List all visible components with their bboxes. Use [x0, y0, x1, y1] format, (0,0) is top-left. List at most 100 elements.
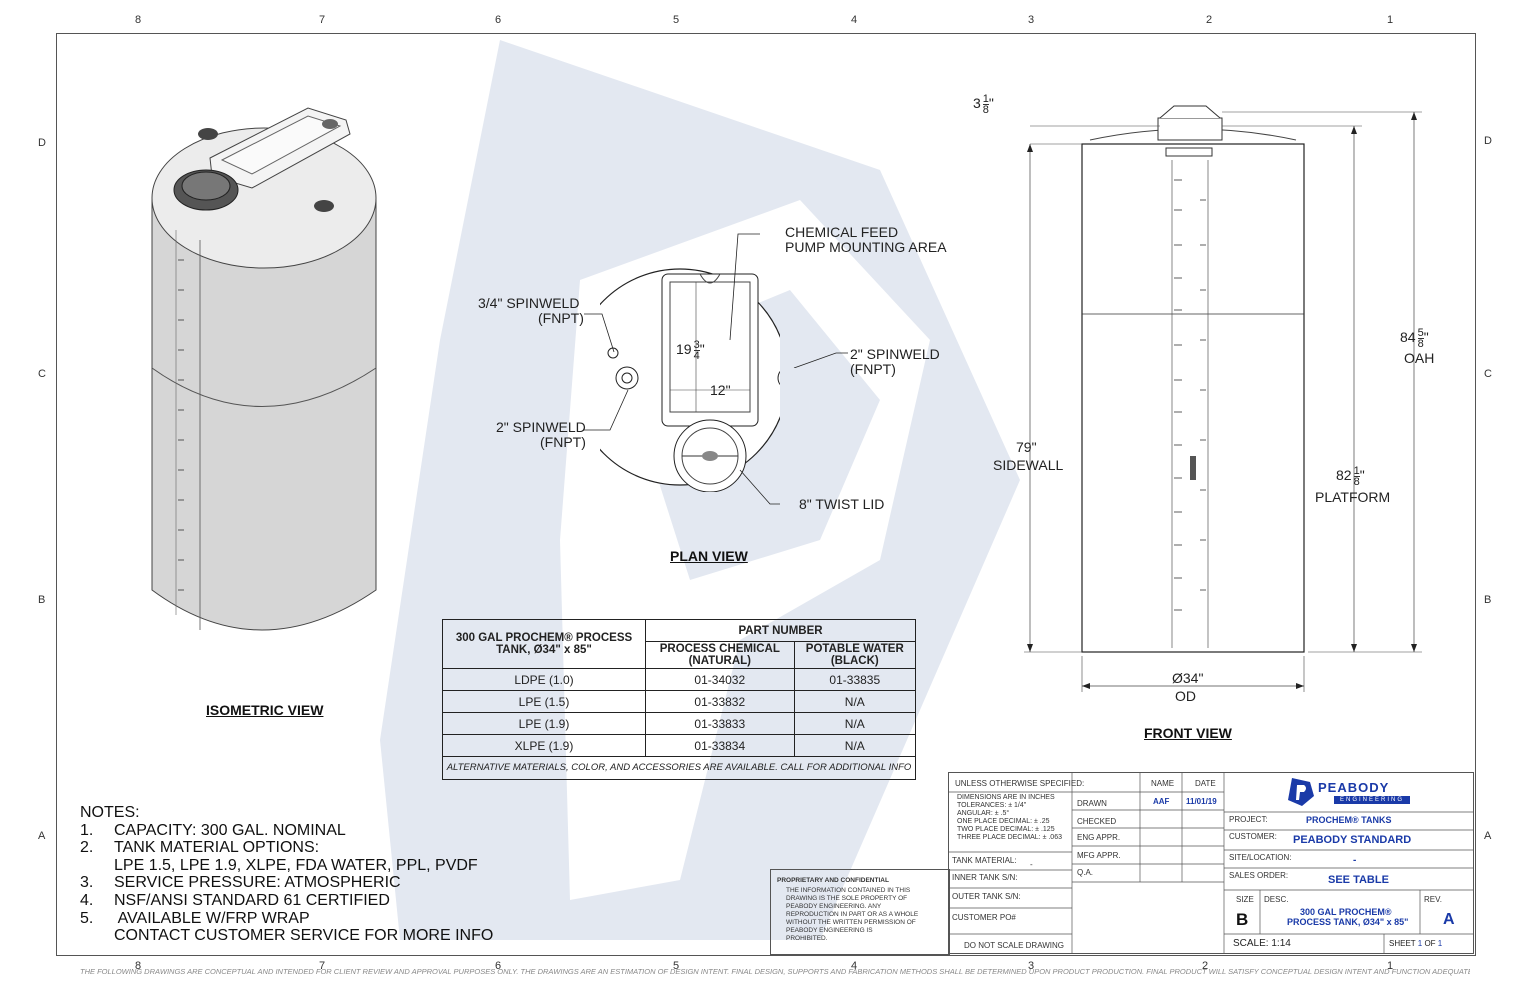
table-cell-black: N/A [793, 734, 917, 757]
table-cell-natural: 01-33834 [645, 734, 795, 757]
tb-sheet-label: SHEET [1389, 939, 1416, 948]
tb-outer-tank-label: OUTER TANK S/N: [952, 892, 1021, 901]
note-text: LPE 1.5, LPE 1.9, XLPE, FDA WATER, PPL, … [114, 856, 478, 874]
note-text: AVAILABLE W/FRP WRAP [114, 909, 310, 927]
tb-desc-label: DESC. [1264, 895, 1289, 904]
proprietary-line: THE INFORMATION CONTAINED IN THIS [786, 887, 911, 894]
drawing-frame [56, 33, 1476, 956]
proprietary-line: DRAWING IS THE SOLE PROPERTY OF [786, 895, 908, 902]
dim-top-whole: 3 [973, 95, 981, 112]
brand-subtitle: ENGINEERING [1334, 796, 1410, 804]
note-number: 2. [80, 839, 94, 857]
dim-top-numerator: 1 [982, 93, 989, 105]
plan-view-leaders [584, 233, 780, 505]
spinweld-34-label-line2: (FNPT) [538, 310, 584, 326]
dim-sidewall: 79" [1016, 439, 1037, 455]
note-text: TANK MATERIAL OPTIONS: [114, 839, 320, 857]
table-cell-natural: 01-33832 [645, 690, 795, 713]
note-number [80, 927, 114, 945]
dim-oah-unit: " [1423, 329, 1429, 346]
proprietary-line: WITHOUT THE WRITTEN PERMISSION OF [786, 919, 916, 926]
spinweld-2-left-label-line1: 2" SPINWELD [496, 419, 586, 435]
zone-left-d: D [38, 137, 46, 149]
isometric-tank-drawing [151, 107, 377, 631]
table-cell-black: N/A [793, 690, 917, 713]
tb-site-label: SITE/LOCATION: [1229, 853, 1292, 862]
proprietary-title: PROPRIETARY AND CONFIDENTIAL [777, 877, 889, 884]
tb-sales-value: SEE TABLE [1328, 874, 1389, 886]
table-black-line1: POTABLE WATER [805, 643, 904, 655]
table-description-line1: 300 GAL PROCHEM® PROCESS [455, 632, 633, 644]
proprietary-text: THE INFORMATION CONTAINED IN THIS DRAWIN… [786, 887, 918, 943]
table-cell-material: LDPE (1.0) [442, 668, 646, 691]
zone-bottom-8: 8 [135, 960, 142, 972]
zone-right-d: D [1484, 135, 1492, 147]
zone-bottom-6: 6 [495, 960, 502, 972]
peabody-logo-icon [1288, 778, 1314, 806]
dim-oah-denominator: 8 [1417, 338, 1424, 350]
table-cell-material: LPE (1.5) [442, 690, 646, 713]
tb-do-not-scale: DO NOT SCALE DRAWING [964, 941, 1065, 950]
tb-rev-label: REV. [1424, 895, 1442, 904]
spinweld-right-leader [793, 352, 848, 368]
twist-lid-label: 8" TWIST LID [799, 496, 885, 512]
tb-tolerance-line: TWO PLACE DECIMAL: ± .125 [957, 826, 1055, 833]
note-item: 3. SERVICE PRESSURE: ATMOSPHERIC [80, 874, 493, 892]
dim-19-unit: " [699, 341, 705, 358]
table-description-cell: 300 GAL PROCHEM® PROCESS TANK, Ø34" x 85… [442, 619, 646, 669]
tb-project-label: PROJECT: [1229, 815, 1268, 824]
tb-drawn-name: AAF [1153, 797, 1170, 806]
tb-tolerance-line: TOLERANCES: ± 1/4" [957, 802, 1027, 809]
tb-customer-po-label: CUSTOMER PO# [952, 913, 1016, 922]
tb-checked-label: CHECKED [1077, 817, 1117, 826]
dim-19-whole: 19 [676, 341, 692, 358]
plan-view-title: PLAN VIEW [670, 548, 748, 564]
note-number: 3. [80, 874, 94, 892]
spinweld-2-right-label-line1: 2" SPINWELD [850, 346, 940, 362]
dim-sidewall-text: SIDEWALL [993, 457, 1064, 473]
tb-tolerances: DIMENSIONS ARE IN INCHES TOLERANCES: ± 1… [957, 794, 1062, 842]
tb-tolerance-line: ONE PLACE DECIMAL: ± .25 [957, 818, 1050, 825]
tb-size-label: SIZE [1236, 895, 1254, 904]
tb-tolerance-line: THREE PLACE DECIMAL: ± .063 [957, 834, 1062, 841]
tb-tank-material-value: - [1030, 860, 1033, 869]
tb-scale: SCALE: 1:14 [1233, 938, 1291, 949]
note-text: SERVICE PRESSURE: ATMOSPHERIC [114, 874, 401, 892]
zone-left-a: A [38, 830, 46, 842]
table-cell-material: XLPE (1.9) [442, 734, 646, 757]
zone-top-8: 8 [135, 14, 142, 26]
note-text: CONTACT CUSTOMER SERVICE FOR MORE INFO [114, 927, 494, 945]
proprietary-line: PROHIBITED. [786, 935, 828, 942]
dim-platform-unit: " [1359, 467, 1365, 484]
notes-block: NOTES: 1.CAPACITY: 300 GAL. NOMINAL 2.TA… [80, 804, 493, 945]
footer-disclaimer: THE FOLLOWING DRAWINGS ARE CONCEPTUAL AN… [80, 967, 1470, 976]
tb-tolerance-line: ANGULAR: ± .5° [957, 810, 1010, 817]
chemical-feed-label-line2: PUMP MOUNTING AREA [785, 239, 947, 255]
title-block-grid [948, 772, 1474, 954]
tb-name-header: NAME [1151, 779, 1175, 788]
note-text: CAPACITY: 300 GAL. NOMINAL [114, 821, 346, 839]
note-number: 5. [80, 909, 94, 927]
proprietary-line: PEABODY ENGINEERING. ANY [786, 903, 882, 910]
zone-right-b: B [1484, 594, 1492, 606]
brand-name: PEABODY [1318, 780, 1390, 795]
zone-left-b: B [38, 594, 46, 606]
zone-top-6: 6 [495, 14, 502, 26]
note-number [80, 857, 114, 875]
zone-top-2: 2 [1206, 14, 1213, 26]
chemical-feed-label-line1: CHEMICAL FEED [785, 224, 899, 240]
tb-sheet-of: OF [1424, 939, 1436, 948]
table-row: LPE (1.9) 01-33833 N/A [442, 712, 917, 735]
dim-19-numerator: 3 [693, 339, 700, 351]
tb-size-value: B [1236, 910, 1249, 929]
zone-bottom-4: 4 [851, 960, 858, 972]
table-cell-natural: 01-34032 [645, 668, 795, 691]
zone-top-7: 7 [319, 14, 326, 26]
dim-platform-whole: 82 [1336, 467, 1352, 484]
dim-od-text: OD [1175, 688, 1196, 704]
front-view-title: FRONT VIEW [1144, 725, 1232, 741]
tb-project-value: PROCHEM® TANKS [1306, 815, 1392, 825]
